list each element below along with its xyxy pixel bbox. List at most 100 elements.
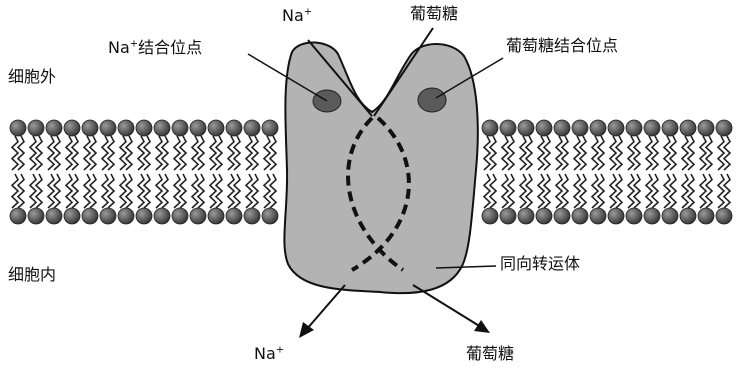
lipid-head — [518, 120, 534, 136]
lipid-tail — [484, 174, 490, 208]
lipid-tail — [718, 174, 724, 208]
lipid-tail — [682, 174, 688, 208]
lipid-head — [118, 208, 134, 224]
lipid-tail — [610, 174, 616, 208]
lipid-tail — [48, 174, 54, 208]
na-site-label: Na+结合位点 — [108, 40, 202, 56]
lipid-tail — [700, 136, 706, 170]
extracellular-label: 细胞外 — [8, 69, 56, 85]
lipid-head — [28, 208, 44, 224]
lipid-head — [82, 208, 98, 224]
lipid-head — [208, 120, 224, 136]
lipid-head — [154, 120, 170, 136]
lipid-tail — [520, 174, 526, 208]
lipid-head — [208, 208, 224, 224]
lipid-head — [262, 208, 278, 224]
lipid-head — [244, 120, 260, 136]
intracellular-label: 细胞内 — [8, 267, 56, 283]
lipid-tail — [138, 174, 144, 208]
lipid-head — [518, 208, 534, 224]
lipid-tail — [210, 174, 216, 208]
lipid-head — [626, 208, 642, 224]
lipid-head — [172, 120, 188, 136]
lipid-tail — [246, 174, 252, 208]
lipid-head — [554, 120, 570, 136]
lipid-tail — [30, 174, 36, 208]
lipid-head — [662, 208, 678, 224]
lipid-head — [46, 120, 62, 136]
lipid-head — [64, 208, 80, 224]
lipid-tail — [120, 174, 126, 208]
lipid-tail — [664, 136, 670, 170]
lipid-tail — [574, 174, 580, 208]
lipid-tail — [538, 174, 544, 208]
lipid-head — [226, 208, 242, 224]
glucose-top-label: 葡萄糖 — [410, 6, 458, 22]
lipid-tail — [12, 174, 18, 208]
lipid-head — [154, 208, 170, 224]
glucose-exit-arrowhead — [474, 320, 490, 333]
lipid-head — [482, 208, 498, 224]
lipid-tail — [682, 136, 688, 170]
lipid-tail — [628, 136, 634, 170]
lipid-head — [190, 120, 206, 136]
lipid-tail — [30, 136, 36, 170]
lipid-tail — [628, 174, 634, 208]
lipid-tail — [520, 136, 526, 170]
lipid-tail — [210, 136, 216, 170]
lipid-tail — [264, 174, 270, 208]
lipid-tail — [84, 174, 90, 208]
lipid-head — [244, 208, 260, 224]
lipid-tail — [246, 136, 252, 170]
lipid-head — [262, 120, 278, 136]
lipid-head — [590, 208, 606, 224]
lipid-head — [716, 208, 732, 224]
lipid-tail — [502, 136, 508, 170]
lipid-head — [136, 208, 152, 224]
symporter-label: 同向转运体 — [500, 256, 580, 272]
lipid-head — [680, 208, 696, 224]
lipid-head — [172, 208, 188, 224]
lipid-head — [64, 120, 80, 136]
lipid-tail — [502, 174, 508, 208]
lipid-head — [536, 208, 552, 224]
lipid-tail — [228, 136, 234, 170]
lipid-tail — [556, 174, 562, 208]
glucose-binding-site — [418, 88, 446, 112]
lipid-tail — [718, 136, 724, 170]
lipid-head — [46, 208, 62, 224]
lipid-head — [572, 120, 588, 136]
na-top-label: Na+ — [282, 8, 312, 24]
lipid-tail — [192, 136, 198, 170]
lipid-tail — [84, 136, 90, 170]
lipid-head — [644, 120, 660, 136]
lipid-tail — [228, 174, 234, 208]
lipid-head — [100, 208, 116, 224]
lipid-tail — [484, 136, 490, 170]
lipid-tail — [556, 136, 562, 170]
lipid-head — [226, 120, 242, 136]
lipid-head — [10, 120, 26, 136]
lipid-head — [590, 120, 606, 136]
lipid-head — [100, 120, 116, 136]
lipid-head — [28, 120, 44, 136]
lipid-head — [626, 120, 642, 136]
lipid-head — [608, 208, 624, 224]
lipid-tail — [102, 174, 108, 208]
lipid-tail — [66, 136, 72, 170]
lipid-head — [482, 120, 498, 136]
lipid-head — [680, 120, 696, 136]
na-exit-arrow-line — [306, 285, 345, 330]
lipid-head — [136, 120, 152, 136]
lipid-tail — [12, 136, 18, 170]
lipid-tail — [156, 136, 162, 170]
lipid-head — [10, 208, 26, 224]
lipid-tail — [610, 136, 616, 170]
lipid-head — [82, 120, 98, 136]
lipid-tail — [538, 136, 544, 170]
lipid-head — [500, 208, 516, 224]
lipid-head — [554, 208, 570, 224]
lipid-tail — [700, 174, 706, 208]
lipid-tail — [192, 174, 198, 208]
lipid-head — [644, 208, 660, 224]
